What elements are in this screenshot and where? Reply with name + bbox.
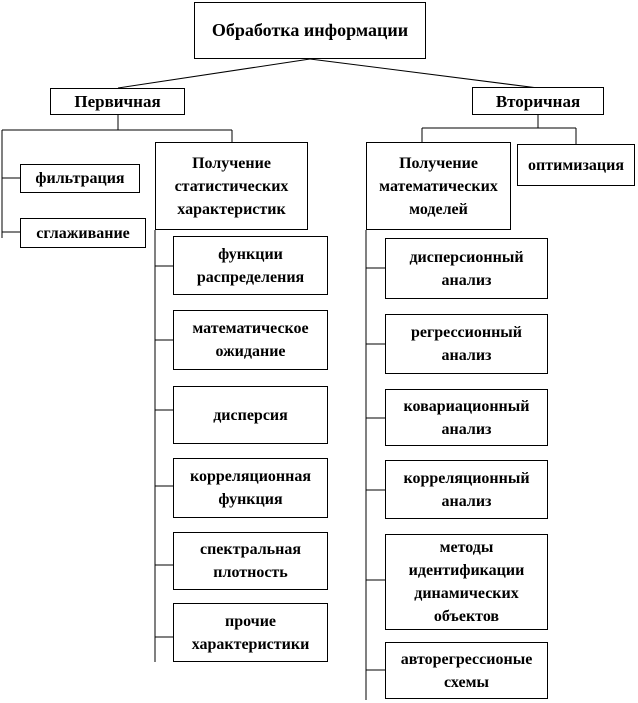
- smoothing-label: сглаживание: [36, 224, 130, 242]
- models-item: дисперсионный анализ: [385, 238, 548, 299]
- models-label: Получение математических моделей: [379, 154, 498, 218]
- optimization-label: оптимизация: [528, 156, 624, 174]
- root-node: Обработка информации: [194, 2, 426, 59]
- primary-node: Первичная: [50, 88, 185, 115]
- models-item-label: методы идентификации динамических объект…: [408, 539, 525, 625]
- root-label: Обработка информации: [211, 20, 409, 40]
- stats-item: дисперсия: [173, 386, 328, 444]
- stats-label: Получение статистических характеристик: [174, 154, 289, 218]
- smoothing-node: сглаживание: [20, 218, 146, 248]
- stats-item: прочие характеристики: [173, 603, 328, 662]
- models-item: авторегрессионые схемы: [385, 642, 548, 699]
- stats-item-label: математическое ожидание: [192, 320, 309, 360]
- stats-item-label: дисперсия: [213, 406, 288, 424]
- stats-node: Получение статистических характеристик: [155, 142, 308, 230]
- models-item: ковариационный анализ: [385, 389, 548, 446]
- models-item-label: регрессионный анализ: [410, 324, 523, 364]
- stats-item: функции распределения: [173, 236, 328, 295]
- secondary-label: Вторичная: [495, 91, 581, 111]
- models-item: методы идентификации динамических объект…: [385, 534, 548, 630]
- stats-item: математическое ожидание: [173, 310, 328, 370]
- models-item: регрессионный анализ: [385, 314, 548, 374]
- stats-item-label: прочие характеристики: [191, 612, 310, 653]
- stats-item-label: корреляционная функция: [189, 468, 312, 508]
- filtering-node: фильтрация: [20, 164, 140, 193]
- models-item: корреляционный анализ: [385, 460, 548, 519]
- primary-label: Первичная: [74, 92, 161, 111]
- optimization-node: оптимизация: [517, 144, 635, 186]
- models-item-label: дисперсионный анализ: [409, 248, 524, 289]
- stats-item: спектральная плотность: [173, 532, 328, 590]
- stats-item-label: спектральная плотность: [199, 541, 302, 581]
- models-item-label: ковариационный анализ: [403, 397, 530, 438]
- secondary-node: Вторичная: [472, 87, 604, 115]
- stats-item: корреляционная функция: [173, 458, 328, 518]
- models-node: Получение математических моделей: [366, 142, 511, 230]
- models-item-label: авторегрессионые схемы: [400, 650, 533, 691]
- filtering-label: фильтрация: [35, 170, 125, 187]
- models-item-label: корреляционный анализ: [403, 469, 530, 510]
- stats-item-label: функции распределения: [196, 245, 305, 286]
